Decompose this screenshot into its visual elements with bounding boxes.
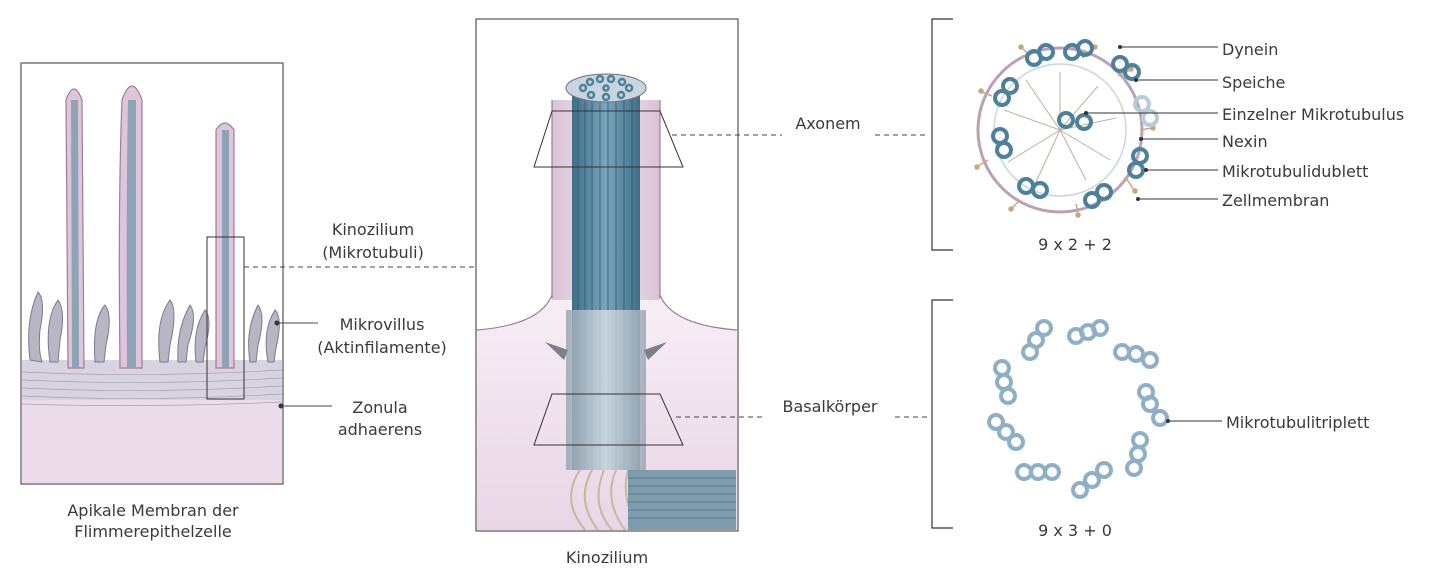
label-speiche: Speiche [1222,73,1285,92]
cilia-tall [65,85,235,369]
apical-membrane-panel [20,62,284,485]
axonem-leaders [1086,46,1218,200]
label-basalkoerper: Basalkörper [782,397,877,416]
basal-body-cross-section [931,299,1222,529]
label-kinozilium-1: Kinozilium [332,220,414,239]
zonula-filaments [21,369,283,406]
label-mikrovillus-1: Mikrovillus [340,315,425,334]
central-pair [1057,111,1093,131]
label-zonula-2: adhaerens [338,420,422,439]
basal-bracket [931,299,953,529]
label-mikrovillus-2: (Aktinfilamente) [317,338,447,357]
axonem-bracket [931,18,953,251]
label-kinozilium-2: (Mikrotubuli) [322,243,424,262]
caption-kinozilium: Kinozilium [566,548,648,567]
pale-doublet [1133,95,1159,127]
neighbor-basal-body [628,470,736,530]
microvilli [28,291,280,363]
label-mikrotubulidublett: Mikrotubulidublett [1222,162,1368,181]
basal-section-plane [533,393,684,446]
microtubule-triplets [987,319,1169,499]
caption-apical-1: Apikale Membran der [67,501,239,520]
transition-fibers [545,342,667,360]
top-doublets [578,74,634,102]
formula-axonem: 9 x 2 + 2 [1038,235,1112,254]
axonem-cross-section [931,18,1218,251]
label-einzelner-mikrotubulus: Einzelner Mikrotubulus [1222,105,1404,124]
microtubule-doublets [991,39,1149,209]
label-mikrotubulitriplett: Mikrotubulitriplett [1226,413,1369,432]
formula-basal: 9 x 3 + 0 [1038,521,1112,540]
kinozilium-panel [475,18,739,532]
label-dynein: Dynein [1222,40,1278,59]
cilium-top-section [565,73,647,103]
label-nexin: Nexin [1222,132,1268,151]
label-zellmembran: Zellmembran [1222,191,1329,210]
cilium-highlight-box [206,236,245,400]
label-axonem: Axonem [795,114,860,133]
label-zonula-1: Zonula [352,398,407,417]
cytoplasm [22,395,282,483]
axonem-section-plane [533,110,684,168]
caption-apical-2: Flimmerepithelzelle [74,522,231,541]
basal-body [566,310,646,470]
